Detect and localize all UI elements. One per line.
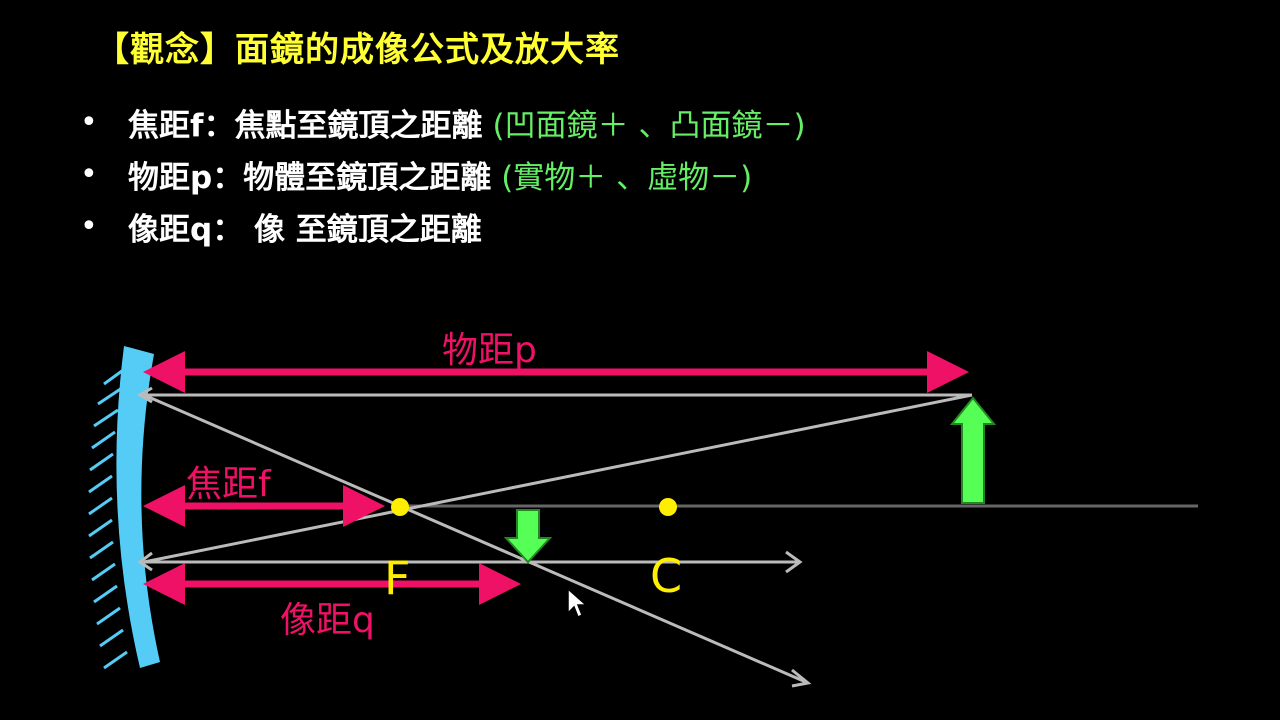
object-distance-label: 物距p [442, 330, 537, 371]
center-of-curvature-marker [659, 498, 677, 516]
ray-arrowhead [791, 668, 812, 688]
ray-arrowhead [785, 550, 803, 574]
focal-length-label: 焦距f [186, 464, 272, 505]
image-distance-label: 像距q [280, 600, 375, 641]
center-of-curvature-label: C [650, 549, 682, 603]
concave-mirror [116, 346, 160, 668]
bullet-marker: • [80, 156, 98, 192]
bullet-object-distance: • 物距p：物體至鏡頂之距離 (實物＋ 、虛物－) [80, 148, 806, 200]
focal-length-sign-note: (凹面鏡＋ 、凸面鏡－) [492, 107, 806, 144]
focal-length-definition: 焦距f：焦點至鏡頂之距離 [128, 107, 483, 144]
ray-lines [137, 386, 973, 688]
bullet-marker: • [80, 208, 98, 244]
image-arrow [503, 509, 553, 564]
focal-point-label: F [384, 551, 410, 605]
object-distance-definition: 物距p：物體至鏡頂之距離 [128, 159, 492, 196]
bullet-image-distance: • 像距q： 像 至鏡頂之距離 [80, 200, 806, 252]
ray-through-focus [143, 393, 973, 564]
definition-list: • 焦距f：焦點至鏡頂之距離 (凹面鏡＋ 、凸面鏡－) • 物距p：物體至鏡頂之… [80, 96, 806, 252]
focal-point-marker [391, 498, 409, 516]
bullet-focal-length: • 焦距f：焦點至鏡頂之距離 (凹面鏡＋ 、凸面鏡－) [80, 96, 806, 148]
mirror-hatching [88, 366, 128, 670]
image-distance-definition: 像距q： 像 至鏡頂之距離 [128, 211, 482, 248]
bullet-marker: • [80, 104, 98, 140]
mouse-cursor-icon [567, 587, 588, 619]
object-distance-sign-note: (實物＋ 、虛物－) [501, 159, 753, 196]
ray-reflected-through-focus [143, 393, 809, 685]
slide-title: 【觀念】面鏡的成像公式及放大率 [95, 30, 620, 70]
object-arrow [949, 396, 997, 504]
